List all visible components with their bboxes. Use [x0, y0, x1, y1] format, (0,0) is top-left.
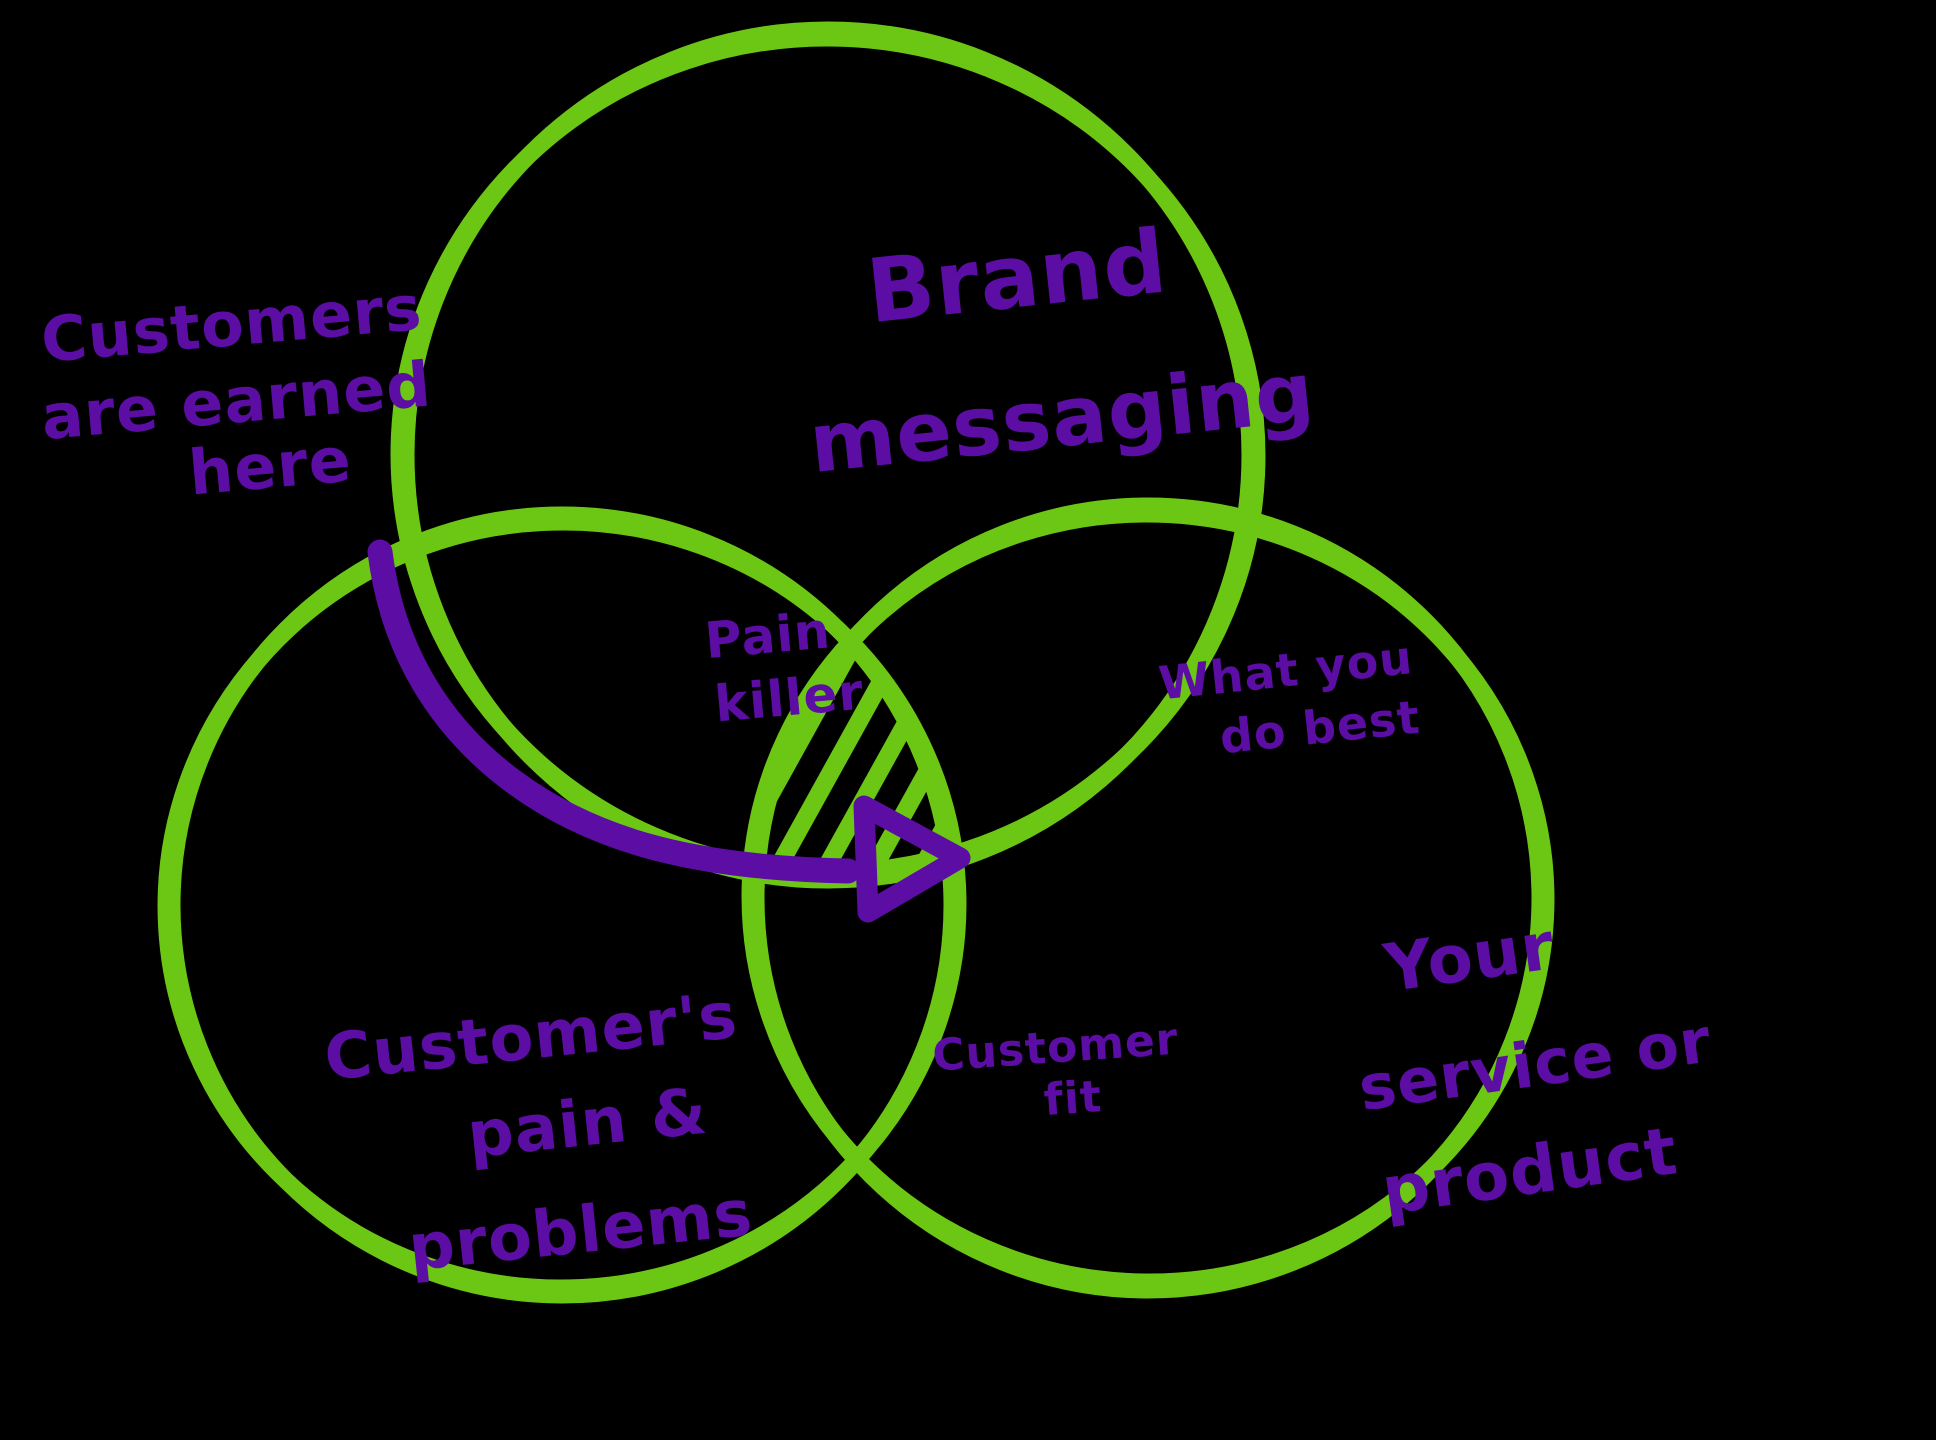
killer-line: killer [712, 663, 866, 734]
arrowhead-icon [853, 795, 971, 923]
pain-line: Pain [703, 601, 833, 670]
circle-bottom-left-stroke-2 [157, 513, 967, 1297]
customer-fit-line-1: Customer [931, 1014, 1180, 1082]
callout-line-3: here [186, 423, 355, 510]
customers-pain-line-2: pain & [464, 1075, 711, 1174]
label-your-service-product: Your service or product [1354, 907, 1715, 1230]
callout-arrow [367, 539, 971, 923]
product-line: product [1377, 1112, 1682, 1230]
service-or-line: service or [1354, 1003, 1715, 1125]
label-customer-fit: Customer fit [931, 1014, 1180, 1126]
callout-arrow-shaft [367, 539, 861, 884]
label-pain-killer: Pain killer [703, 601, 867, 734]
brand-line: Brand [862, 209, 1172, 343]
customer-fit-line-2: fit [1042, 1071, 1104, 1126]
label-customers-earned-here: Customers are earned here [38, 271, 434, 510]
circle-bottom-left-ring [157, 506, 967, 1304]
